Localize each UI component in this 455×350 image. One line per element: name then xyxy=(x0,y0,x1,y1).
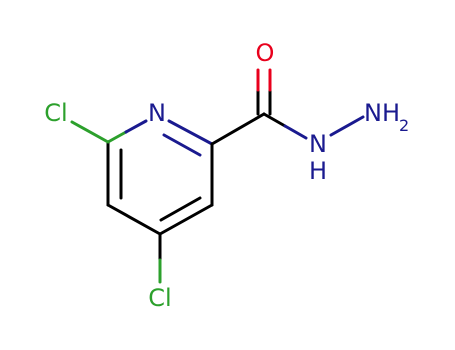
bond-c6-n1-a xyxy=(106,130,128,144)
bond-c3-c4 xyxy=(158,203,214,236)
atom-ring-nitrogen: N xyxy=(148,99,166,127)
atom-amine-group: NH xyxy=(364,99,400,127)
atom-amine-subscript: 2 xyxy=(399,116,409,135)
bond-n1-c2-inner xyxy=(162,133,202,157)
bond-c3-c4-inner xyxy=(159,196,202,222)
bond-c4-c5 xyxy=(106,203,162,236)
bond-nh-nh2 xyxy=(329,115,365,137)
bond-c6-cl xyxy=(70,120,110,144)
atom-chlorine-bottom: Cl xyxy=(148,284,171,312)
atom-amide-nitrogen: N xyxy=(309,130,327,158)
bond-c6-n1-b xyxy=(124,119,148,134)
atom-amide-hydrogen: H xyxy=(309,157,327,185)
bonds xyxy=(70,68,365,284)
bond-c-nh-a xyxy=(262,112,287,128)
bond-c-nh-b xyxy=(283,124,308,140)
atom-chlorine-top: Cl xyxy=(44,99,67,127)
bond-c2-carbonyl xyxy=(210,112,266,146)
atom-labels: N Cl Cl O N H NH 2 xyxy=(44,39,409,312)
bond-n1-c2 xyxy=(167,119,214,146)
atom-oxygen: O xyxy=(256,39,275,67)
